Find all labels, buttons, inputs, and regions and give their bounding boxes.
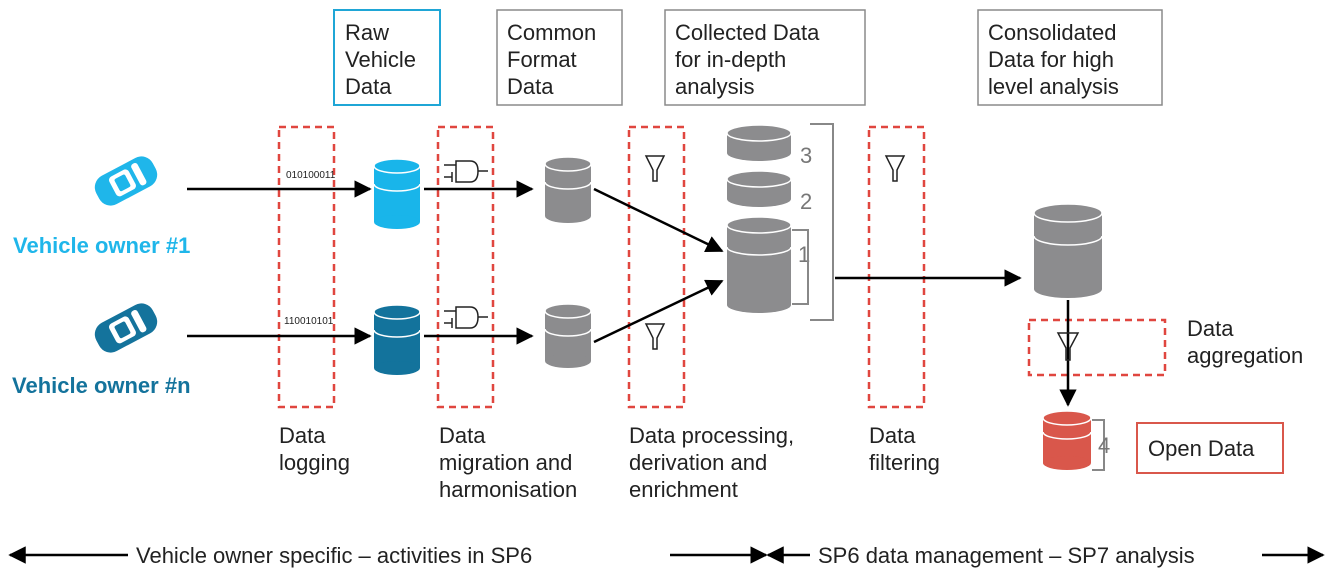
- raw-data-box: [333, 9, 441, 106]
- common-format-box: [496, 9, 623, 106]
- raw-database-owner-n: [373, 304, 421, 375]
- consolidated-data-box: [977, 9, 1163, 106]
- migration-stage-box: [436, 125, 495, 409]
- footer-right-label-bg: [810, 540, 1262, 570]
- open-data-box: [1136, 422, 1284, 474]
- arrow-common-n-to-collected: [593, 279, 724, 344]
- bracket-layer-1: [792, 229, 809, 305]
- funnel-icon-filtering: [884, 155, 906, 182]
- processing-stage-box: [627, 125, 686, 409]
- layer-number-4: 4: [1098, 433, 1110, 458]
- migration-stage-label: Data migration and harmonisation: [439, 423, 578, 502]
- logging-stage-label: Data logging: [279, 423, 350, 475]
- open-data-label: Open Data: [1148, 436, 1255, 461]
- collected-database-layer-1: [726, 216, 792, 313]
- bracket-open-data: [1092, 419, 1105, 471]
- funnel-icon-processing-top: [644, 155, 666, 182]
- collected-database-layer-2: [726, 170, 792, 207]
- car-icon-owner-1: [94, 156, 158, 206]
- filtering-stage-box: [867, 125, 926, 409]
- collected-data-label: Collected Data for in-depth analysis: [675, 20, 825, 99]
- collected-database-layer-3: [726, 124, 792, 161]
- aggregation-stage-label: Data aggregation: [1187, 316, 1303, 368]
- aggregation-stage-box: [1027, 318, 1167, 377]
- converter-icon-top: [444, 160, 488, 183]
- car-icon-owner-n: [94, 303, 158, 353]
- collected-data-box: [664, 9, 866, 106]
- consolidated-database: [1033, 203, 1103, 298]
- common-database-bottom: [544, 303, 592, 368]
- open-data-database: [1042, 410, 1092, 470]
- footer-left-label-bg: [128, 540, 670, 570]
- footer-left-label: Vehicle owner specific – activities in S…: [136, 543, 532, 568]
- filtering-stage-label: Data filtering: [869, 423, 940, 475]
- owner-1-label: Vehicle owner #1: [13, 233, 190, 258]
- bracket-all-layers: [810, 123, 834, 321]
- raw-database-owner-1: [373, 158, 421, 229]
- processing-stage-label: Data processing, derivation and enrichme…: [629, 423, 800, 502]
- logging-stage-box: [277, 125, 336, 409]
- footer-right-label: SP6 data management – SP7 analysis: [818, 543, 1195, 568]
- layer-number-2: 2: [800, 189, 812, 214]
- layer-number-3: 3: [800, 143, 812, 168]
- common-database-top: [544, 156, 592, 223]
- arrow-common-1-to-collected: [593, 187, 724, 253]
- common-format-label: Common Format Data: [507, 20, 602, 99]
- raw-data-label: Raw Vehicle Data: [345, 20, 422, 99]
- funnel-icon-processing-bottom: [644, 323, 666, 350]
- owner-n-label: Vehicle owner #n: [12, 373, 191, 398]
- binary-stream-top: 010100011: [286, 170, 336, 181]
- consolidated-data-label: Consolidated Data for high level analysi…: [988, 20, 1123, 99]
- binary-stream-bottom: 110010101: [284, 316, 334, 327]
- converter-icon-bottom: [444, 306, 488, 329]
- funnel-icon-aggregation: [1056, 332, 1080, 361]
